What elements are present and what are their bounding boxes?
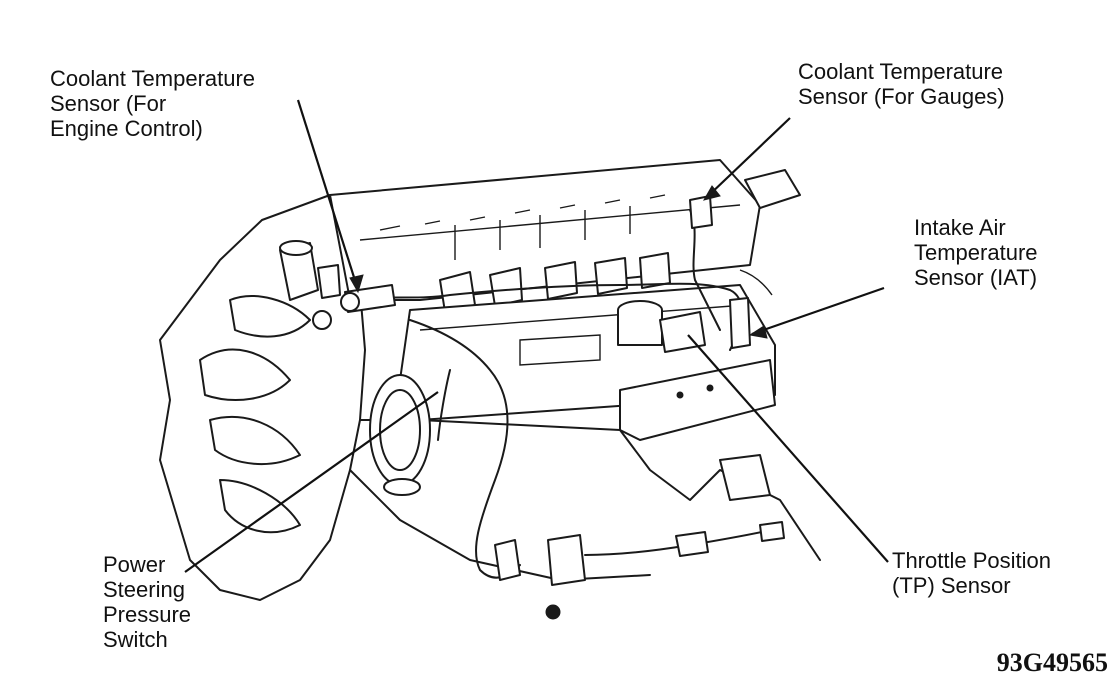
intake-runner xyxy=(489,267,523,307)
intake-runner xyxy=(639,252,671,289)
label-line: Sensor (For Gauges) xyxy=(798,84,1005,109)
label-line: Power xyxy=(103,552,166,577)
mount-bracket xyxy=(719,454,771,501)
plenum-edge xyxy=(419,304,746,331)
label-line: Engine Control) xyxy=(50,116,203,141)
ps-connector xyxy=(494,539,521,581)
intake-runner xyxy=(544,261,578,300)
intake-runner xyxy=(594,257,628,295)
ps-wire-end xyxy=(759,521,785,542)
pulley-hub xyxy=(383,478,421,496)
label-line: Intake Air xyxy=(914,215,1006,240)
power-steering-line xyxy=(409,319,521,579)
housing-cap xyxy=(279,240,313,256)
arrowhead-coolant-engine xyxy=(349,274,364,294)
fan-blade xyxy=(209,415,301,466)
wiring-harness xyxy=(344,282,743,351)
label-line: Pressure xyxy=(103,602,192,627)
pulley-inner xyxy=(379,389,421,471)
coolant-sensor-tip xyxy=(340,292,360,312)
engine-block-left xyxy=(159,194,366,601)
label-line: Coolant Temperature xyxy=(798,59,1004,84)
iat-sensor xyxy=(729,297,751,349)
ps-switch-body xyxy=(547,534,586,586)
engine-illustration xyxy=(159,159,821,620)
throttle-linkage-bracket xyxy=(619,359,776,441)
label-line: Temperature xyxy=(914,240,1038,265)
leader-coolant-gauges xyxy=(705,117,791,199)
label-throttle: Throttle Position (TP) Sensor xyxy=(892,548,1051,598)
fitting xyxy=(317,264,341,299)
label-coolant-engine: Coolant Temperature Sensor (For Engine C… xyxy=(50,66,255,141)
fan-blade xyxy=(219,479,301,534)
iat-wire xyxy=(739,269,773,296)
leader-lines xyxy=(184,99,889,573)
label-line: Sensor (IAT) xyxy=(914,265,1038,290)
throttle-body xyxy=(617,310,663,346)
label-line: (TP) Sensor xyxy=(892,573,1011,598)
label-line: Sensor (For xyxy=(50,91,167,116)
label-line: Coolant Temperature xyxy=(50,66,256,91)
label-line: Switch xyxy=(103,627,168,652)
label-line: Throttle Position xyxy=(892,548,1051,573)
leader-throttle xyxy=(687,334,889,563)
leader-coolant-engine xyxy=(296,99,360,291)
arrowhead-iat xyxy=(748,325,768,339)
cover-rib xyxy=(379,194,666,231)
bracket-bolt xyxy=(706,384,714,392)
figure-code: 93G49565 xyxy=(996,648,1108,677)
gauge-sensor-connector xyxy=(689,195,713,229)
leader-iat xyxy=(751,286,885,336)
label-power-steering: Power Steering Pressure Switch xyxy=(103,552,191,652)
bracket-bolt xyxy=(676,391,684,399)
label-iat: Intake Air Temperature Sensor (IAT) xyxy=(914,215,1038,290)
ps-switch-nut xyxy=(545,604,561,620)
fan-blade xyxy=(199,348,291,401)
arrowhead-coolant-gauges xyxy=(702,185,721,201)
leader-power-steering xyxy=(184,391,439,573)
label-line: Steering xyxy=(103,577,185,602)
fan-blade xyxy=(229,295,311,338)
coolant-sensor-gauges xyxy=(744,169,801,209)
cover-rib xyxy=(454,206,631,260)
bolt xyxy=(312,310,332,330)
valve-cover-ridge xyxy=(359,204,741,241)
label-coolant-gauges: Coolant Temperature Sensor (For Gauges) xyxy=(798,59,1005,109)
plenum-edge xyxy=(519,334,601,366)
ps-wire-plug xyxy=(675,531,709,557)
power-steering-line xyxy=(437,369,451,441)
